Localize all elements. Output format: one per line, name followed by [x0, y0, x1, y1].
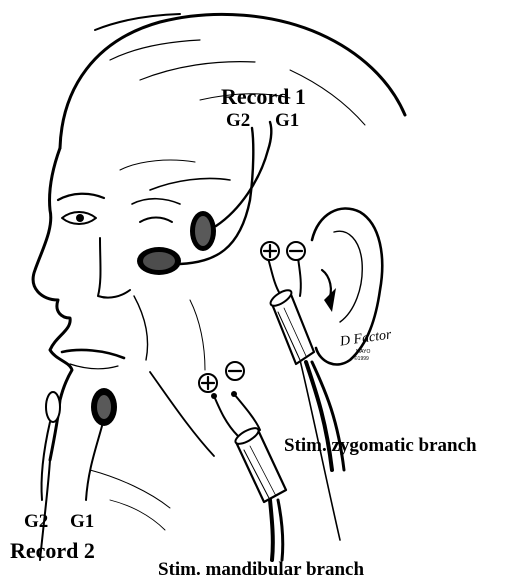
signature-year: ©1999 [354, 357, 369, 363]
lead-g2-record2 [41, 422, 50, 500]
hair-line [95, 14, 180, 30]
hair-strand [110, 40, 200, 60]
temple-line [120, 160, 195, 170]
nose [98, 238, 130, 298]
ear-inner [334, 231, 362, 322]
neck-crease [90, 470, 170, 508]
neck-crease [110, 500, 165, 530]
record2-g1-label: G1 [70, 512, 94, 531]
record1-title: Record 1 [221, 86, 306, 108]
eye-right [140, 218, 172, 223]
eyebrow-right [132, 199, 180, 204]
lead-g1-record2 [86, 426, 102, 500]
lead-g1-record1 [216, 122, 271, 226]
stim-zygomatic-label: Stim. zygomatic branch [284, 436, 477, 455]
mouth [62, 350, 124, 358]
hair-strand [140, 62, 255, 80]
record2-title: Record 2 [10, 540, 95, 562]
temple-line [150, 178, 230, 190]
electrode-g2-record2 [46, 392, 60, 422]
eyebrow-left [58, 194, 104, 200]
record1-g1-label: G1 [275, 111, 299, 130]
lead-g2-record1 [180, 128, 253, 264]
signature-org: MAYO [356, 350, 370, 356]
nasolabial-fold [134, 296, 148, 360]
record2-g2-label: G2 [24, 512, 48, 531]
stimulator-mandibular [199, 362, 286, 560]
stim-mandibular-label: Stim. mandibular branch [158, 560, 364, 579]
record1-g2-label: G2 [226, 111, 250, 130]
lip-lower [70, 364, 118, 369]
cheek-line [190, 300, 205, 370]
